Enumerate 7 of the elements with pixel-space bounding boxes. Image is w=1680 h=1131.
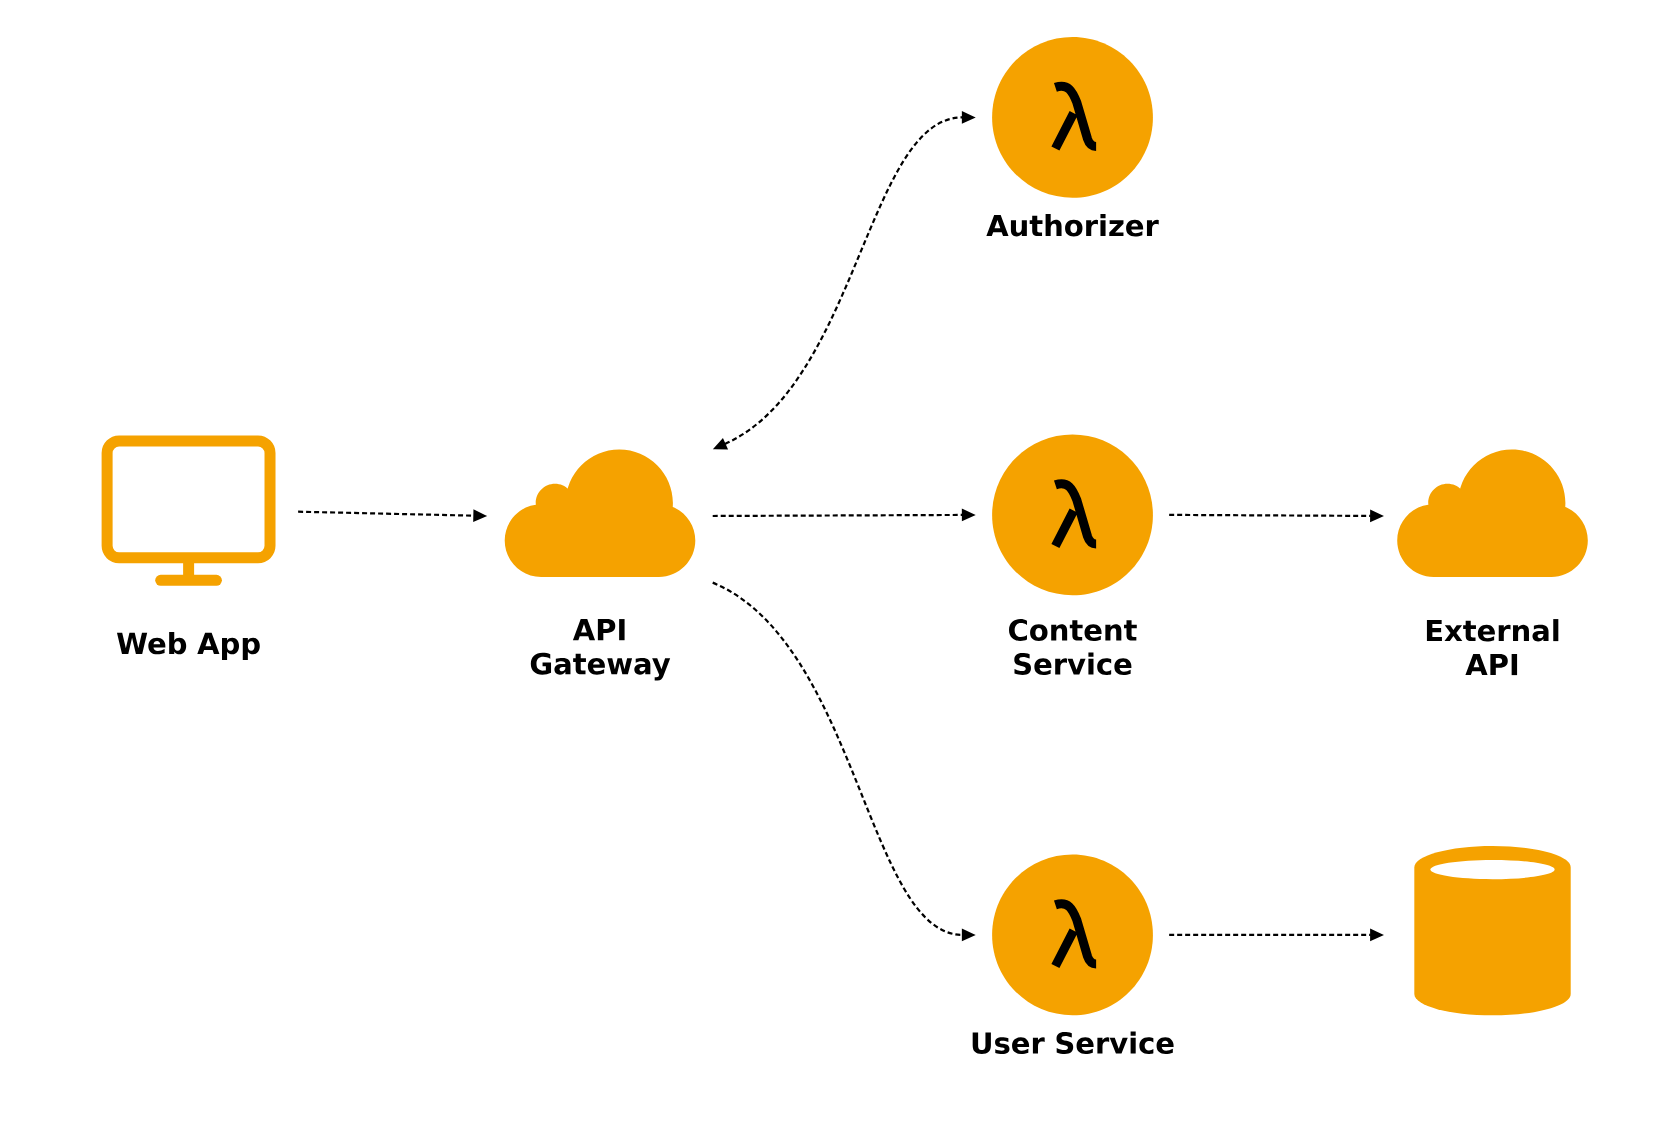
node-label: Web App <box>116 631 260 660</box>
node-label: API Gateway <box>530 619 671 681</box>
node-label: External API <box>1426 619 1559 676</box>
node-label: Content Service <box>1009 619 1137 675</box>
database-icon <box>1414 846 1571 1016</box>
node-label: Authorizer <box>986 214 1159 237</box>
node-label: User Service <box>972 1031 1174 1054</box>
